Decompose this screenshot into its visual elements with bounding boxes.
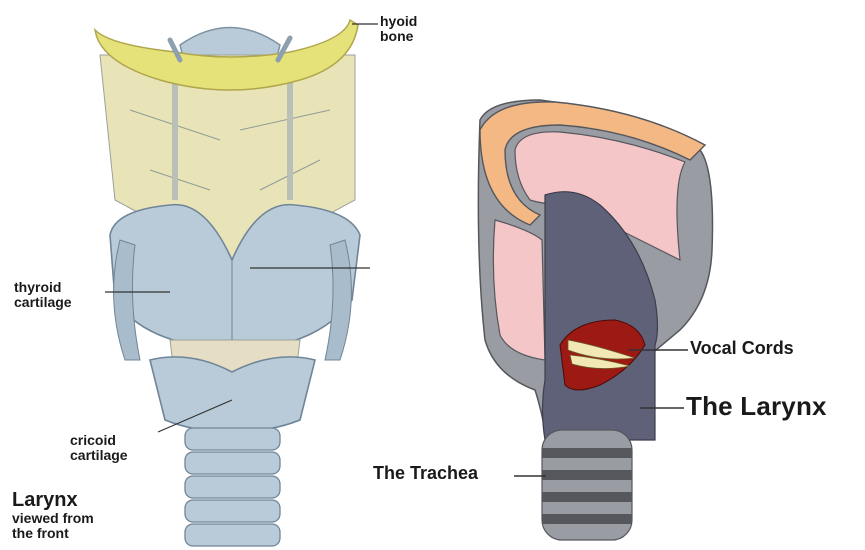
trachea-label: The Trachea (373, 464, 478, 483)
left-caption: Larynx viewed from the front (12, 490, 94, 540)
hyoid-bone-label: hyoid bone (380, 14, 417, 43)
thyroid-label-line1: thyroid (14, 280, 72, 295)
cricoid-label-line1: cricoid (70, 433, 128, 448)
vocal-cords-label: Vocal Cords (690, 339, 794, 358)
cricoid-cartilage-label: cricoid cartilage (70, 433, 128, 462)
larynx-label: The Larynx (686, 393, 827, 420)
trachea-rings-front (185, 428, 280, 546)
cricoid-label-line2: cartilage (70, 448, 128, 463)
trachea-rings-diagram (542, 430, 632, 540)
thyroid-label-line2: cartilage (14, 295, 72, 310)
larynx-sagittal-diagram (478, 100, 712, 540)
caption-line2: the front (12, 526, 94, 541)
caption-title: Larynx (12, 490, 94, 511)
caption-line1: viewed from (12, 511, 94, 526)
larynx-front-view (95, 20, 378, 546)
thyroid-cartilage-label: thyroid cartilage (14, 280, 72, 309)
hyoid-label-line2: bone (380, 29, 417, 44)
hyoid-label-line1: hyoid (380, 14, 417, 29)
